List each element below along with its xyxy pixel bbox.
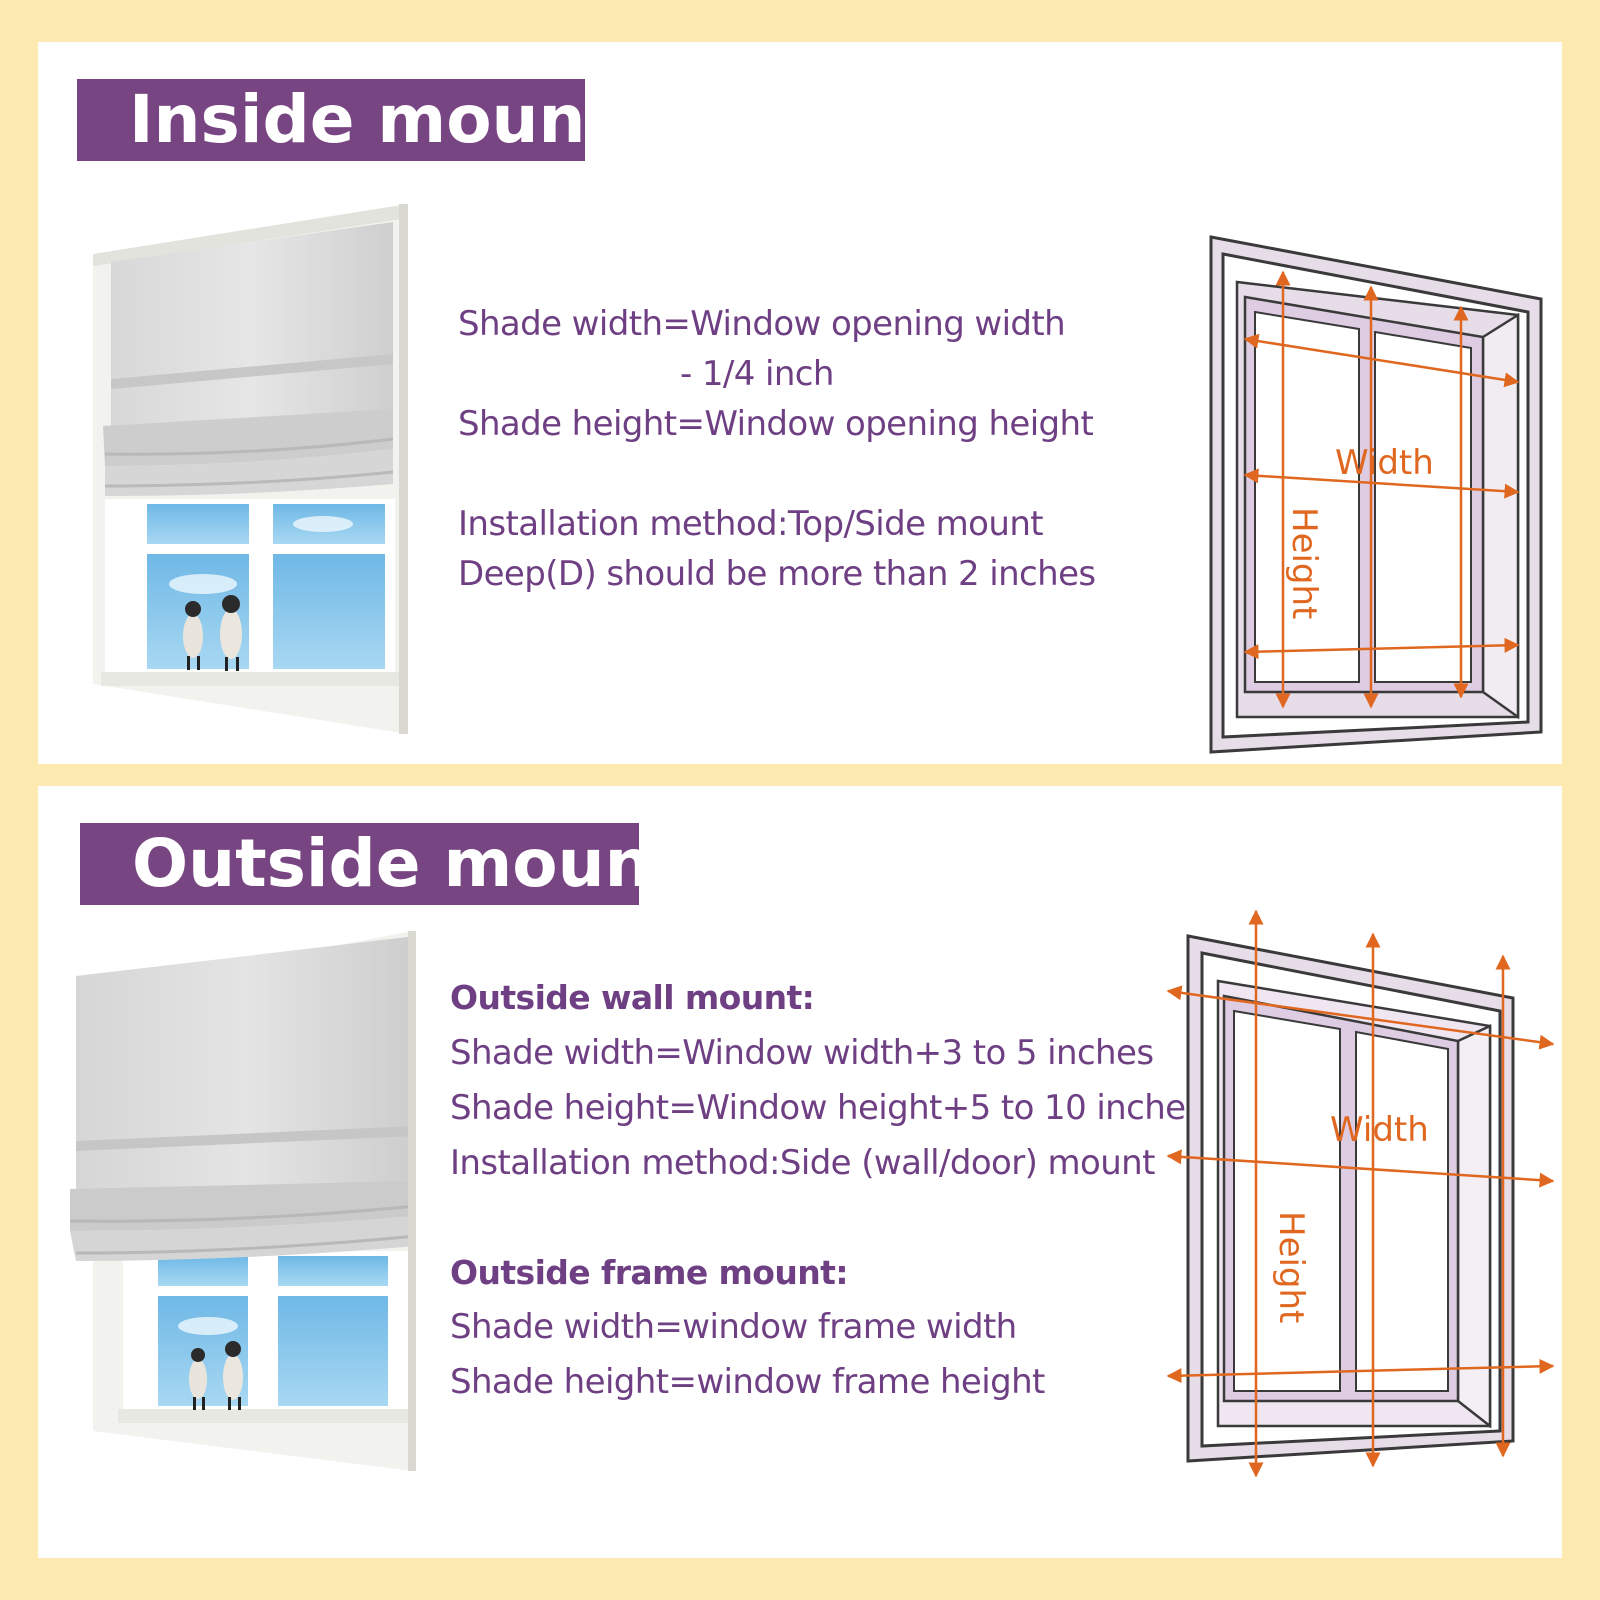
- outside-wall-width-text: Shade width=Window width+3 to 5 inches: [450, 1033, 1154, 1073]
- inside-mount-diagram: Width Height: [1209, 235, 1543, 754]
- inside-mount-photo: [93, 204, 408, 734]
- outside-height-label: Height: [1271, 1211, 1311, 1323]
- outside-width-label: Width: [1330, 1110, 1429, 1150]
- inside-height-label: Height: [1284, 507, 1324, 619]
- outside-wall-height-text: Shade height=Window height+5 to 10 inche…: [450, 1088, 1203, 1128]
- inside-install-method-text: Installation method:Top/Side mount: [458, 504, 1044, 544]
- outside-frame-width-text: Shade width=window frame width: [450, 1307, 1017, 1347]
- inside-shade-width-text: Shade width=Window opening width: [458, 304, 1066, 344]
- outside-frame-height-text: Shade height=window frame height: [450, 1362, 1045, 1402]
- outside-mount-panel: Outside mount: [38, 786, 1562, 1558]
- outside-mount-title: Outside mount: [80, 823, 683, 905]
- inside-shade-height-text: Shade height=Window opening height: [458, 404, 1094, 444]
- outside-wall-install-text: Installation method:Side (wall/door) mou…: [450, 1143, 1155, 1183]
- inside-width-label: Width: [1335, 443, 1434, 483]
- outside-frame-heading: Outside frame mount:: [450, 1253, 849, 1292]
- inside-mount-title: Inside mount: [77, 79, 617, 161]
- inside-mount-panel: Inside mount: [38, 42, 1562, 764]
- outside-mount-photo: [69, 931, 417, 1471]
- inside-shade-width-deduction: - 1/4 inch: [680, 354, 834, 394]
- inside-depth-text: Deep(D) should be more than 2 inches: [458, 554, 1096, 594]
- outside-wall-heading: Outside wall mount:: [450, 978, 815, 1017]
- outside-mount-diagram: Width Height: [1166, 909, 1555, 1478]
